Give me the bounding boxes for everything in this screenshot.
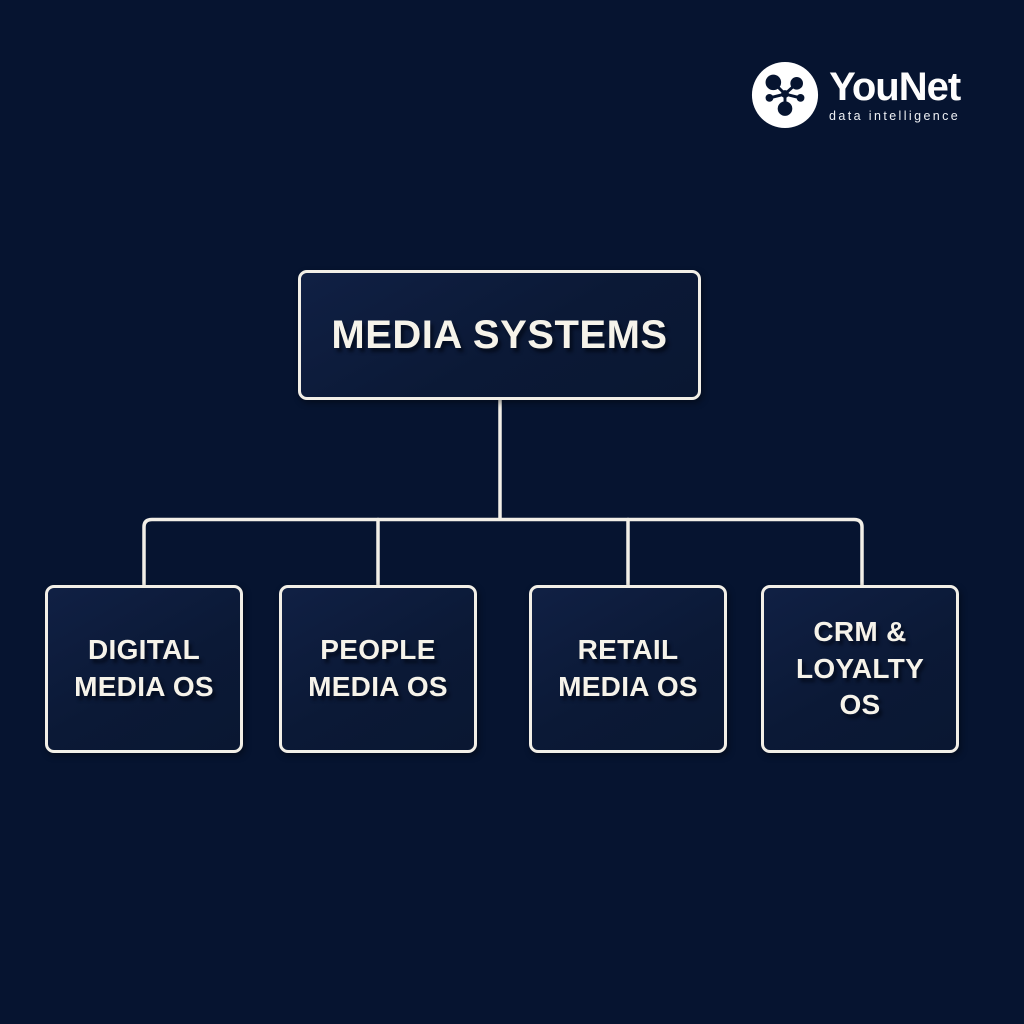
younet-logo-text: YouNet data intelligence — [829, 65, 961, 123]
node-crm-loyalty-os-label: CRM & LOYALTY OS — [795, 615, 925, 721]
node-digital-media-os-label: DIGITAL MEDIA OS — [74, 634, 214, 702]
node-people-media-os: PEOPLE MEDIA OS — [279, 585, 477, 753]
node-retail-media-os-label: RETAIL MEDIA OS — [558, 634, 698, 702]
connector-rail — [142, 517, 864, 588]
node-retail-media-os: RETAIL MEDIA OS — [529, 585, 727, 753]
younet-logo-network-icon — [751, 61, 819, 129]
logo-tagline: data intelligence — [829, 109, 961, 123]
node-digital-media-os: DIGITAL MEDIA OS — [45, 585, 243, 753]
logo-brand-name: YouNet — [829, 65, 961, 109]
node-crm-loyalty-os: CRM & LOYALTY OS — [761, 585, 959, 753]
node-people-media-os-label: PEOPLE MEDIA OS — [308, 634, 448, 702]
node-media-systems: MEDIA SYSTEMS — [298, 270, 701, 400]
younet-logo: YouNet data intelligence — [750, 60, 961, 130]
node-media-systems-label: MEDIA SYSTEMS — [331, 312, 668, 357]
